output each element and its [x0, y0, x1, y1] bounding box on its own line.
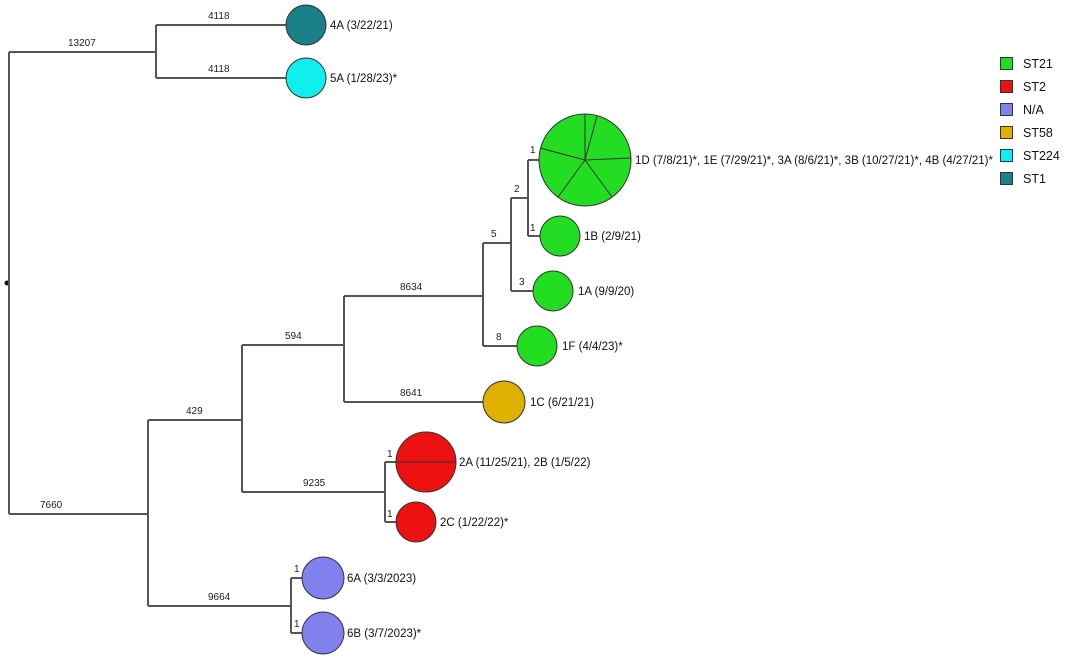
branch-label: 429 — [186, 406, 203, 417]
branch-429 — [148, 345, 243, 492]
tip-label: 1F (4/4/23)* — [562, 341, 623, 353]
branch-8634 — [344, 243, 484, 346]
legend-item-st21: ST21 — [1000, 52, 1078, 75]
tip-label: 2C (1/22/22)* — [440, 517, 509, 529]
tip-node — [285, 57, 327, 99]
legend-swatch — [1000, 149, 1013, 162]
branch-594 — [242, 296, 345, 402]
legend: ST21 ST2 N/A ST58 ST224 ST1 — [1000, 52, 1078, 190]
branch-label: 9235 — [303, 478, 326, 489]
tip-1a: 1A (9/9/20) — [532, 270, 634, 312]
branch-label: 13207 — [68, 38, 96, 49]
legend-swatch — [1000, 126, 1013, 139]
branch-label: 5 — [491, 229, 497, 240]
branch-label: 3 — [519, 277, 525, 288]
legend-label: ST58 — [1023, 125, 1053, 140]
legend-item-na: N/A — [1000, 98, 1078, 121]
tip-node — [539, 215, 581, 257]
branch-label: 1 — [387, 449, 393, 460]
tip-label: 4A (3/22/21) — [330, 20, 393, 32]
branch-label: 1 — [294, 619, 300, 630]
tip-5a: 5A (1/28/23)* — [285, 57, 398, 99]
tip-1c: 1C (6/21/21) — [482, 380, 594, 424]
tip-label: 6A (3/3/2023) — [347, 573, 416, 585]
legend-label: N/A — [1023, 102, 1044, 117]
tip-node — [532, 270, 574, 312]
tip-label: 6B (3/7/2023)* — [347, 628, 422, 640]
branch-label: 4118 — [208, 11, 230, 22]
branch-label: 4118 — [208, 64, 230, 75]
branch-label: 1 — [387, 509, 393, 520]
legend-item-st1: ST1 — [1000, 167, 1078, 190]
branch-label: 8641 — [400, 388, 423, 399]
branch-9664 — [148, 578, 292, 633]
branch-label: 594 — [285, 331, 302, 342]
legend-swatch — [1000, 103, 1013, 116]
branch-9235 — [242, 462, 386, 522]
tip-node — [395, 501, 437, 543]
tip-label: 1B (2/9/21) — [584, 231, 641, 243]
tip-label: 5A (1/28/23)* — [330, 73, 398, 85]
tip-label: 1A (9/9/20) — [578, 286, 634, 298]
branch-label: 9664 — [208, 592, 231, 603]
tip-6a: 6A (3/3/2023) — [301, 556, 416, 600]
branch-label: 8 — [496, 332, 502, 343]
branch-label: 1 — [530, 223, 536, 234]
branch-label: 8634 — [400, 282, 423, 293]
tip-node — [285, 4, 327, 46]
pie-divider — [539, 114, 632, 198]
legend-label: ST224 — [1023, 148, 1060, 163]
tip-1d-pie: 1D (7/8/21)*, 1E (7/29/21)*, 3A (8/6/21)… — [538, 113, 994, 207]
branch-5 — [483, 198, 512, 291]
tip-node — [516, 325, 558, 367]
legend-label: ST2 — [1023, 79, 1046, 94]
branch-bottom-clade — [9, 420, 149, 606]
tip-node — [301, 611, 345, 655]
branch-label: 1 — [294, 564, 300, 575]
tip-1b: 1B (2/9/21) — [539, 215, 641, 257]
tip-6b: 6B (3/7/2023)* — [301, 611, 422, 655]
legend-item-st2: ST2 — [1000, 75, 1078, 98]
tip-4a: 4A (3/22/21) — [285, 4, 393, 46]
tip-node — [301, 556, 345, 600]
tip-2a-2b-pie: 2A (11/25/21), 2B (1/5/22) — [395, 431, 591, 493]
legend-swatch — [1000, 57, 1013, 70]
legend-item-st58: ST58 — [1000, 121, 1078, 144]
tip-label: 1D (7/8/21)*, 1E (7/29/21)*, 3A (8/6/21)… — [635, 155, 994, 167]
legend-item-st224: ST224 — [1000, 144, 1078, 167]
legend-label: ST21 — [1023, 56, 1053, 71]
tip-1f: 1F (4/4/23)* — [516, 325, 623, 367]
tip-2c: 2C (1/22/22)* — [395, 501, 509, 543]
branch-label: 2 — [514, 184, 520, 195]
branch-2 — [511, 160, 529, 236]
tip-node — [482, 380, 526, 424]
branch-top-clade — [9, 25, 157, 78]
legend-swatch — [1000, 172, 1013, 185]
branch-label: 1 — [530, 145, 536, 156]
branch-label: 7660 — [40, 500, 63, 511]
legend-label: ST1 — [1023, 171, 1046, 186]
tip-label: 1C (6/21/21) — [530, 397, 594, 409]
legend-swatch — [1000, 80, 1013, 93]
tip-label: 2A (11/25/21), 2B (1/5/22) — [459, 457, 591, 469]
